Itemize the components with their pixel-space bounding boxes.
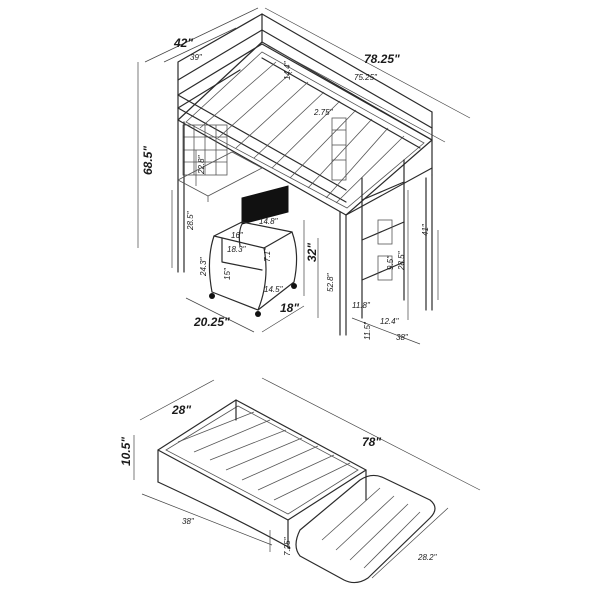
chair-drawing — [208, 185, 298, 317]
dimension-labels: 42" 39" 78.25" 75.25" 14.4" 2.75" 68.5" … — [119, 36, 438, 562]
label-loft-total-height: 68.5" — [141, 146, 155, 175]
label-loft-foot-c: 11.5" — [363, 321, 372, 340]
label-loft-ladder-height: 41" — [421, 223, 430, 236]
label-loft-foot-a: 11.8" — [352, 301, 371, 310]
label-futon-section-depth: 28.2" — [417, 553, 438, 562]
loft-slats — [199, 61, 405, 204]
label-chair-seat-height: 24.3" — [199, 256, 208, 277]
label-chair-seat-low: 15" — [223, 267, 232, 280]
label-loft-foot-b: 12.4" — [380, 317, 400, 326]
label-loft-step-gap: 9.5" — [386, 255, 395, 270]
label-chair-width: 18" — [280, 301, 299, 315]
loft-end-grid — [182, 124, 228, 176]
label-futon-leg-height: 7.25" — [283, 536, 292, 556]
label-loft-ladder-upper: 28.5" — [397, 250, 406, 271]
label-chair-back-height: 7.1" — [263, 247, 272, 262]
label-chair-total-height: 32" — [305, 243, 319, 262]
futon-drawing — [157, 399, 436, 584]
label-loft-slat-gap: 2.75" — [313, 108, 334, 117]
label-loft-grid-height: 22.8" — [197, 154, 206, 175]
label-loft-end-depth: 38" — [396, 333, 409, 342]
label-chair-base-width: 14.5" — [264, 285, 284, 294]
loft-bed-drawing — [177, 13, 433, 336]
label-futon-depth: 28" — [171, 403, 191, 417]
label-loft-length-inner: 75.25" — [354, 73, 378, 82]
label-loft-width-outer: 42" — [173, 36, 193, 50]
label-loft-width-inner: 39" — [190, 53, 203, 62]
loft-ladder — [361, 159, 405, 319]
label-loft-rail-height: 14.4" — [283, 60, 292, 80]
label-loft-length-outer: 78.25" — [364, 52, 400, 66]
label-loft-desk-height: 28.5" — [186, 210, 195, 231]
label-chair-seat-width: 18.3" — [227, 245, 247, 254]
label-chair-seat-depth: 16" — [231, 231, 244, 240]
dimension-lines — [133, 7, 481, 579]
label-chair-depth: 20.25" — [193, 315, 230, 329]
label-futon-height: 10.5" — [119, 437, 133, 466]
label-futon-length: 78" — [362, 435, 381, 449]
label-futon-open-depth: 38" — [182, 517, 195, 526]
label-loft-clearance: 52.8" — [326, 272, 335, 292]
label-chair-back-width: 14.8" — [259, 217, 279, 226]
futon-slats — [177, 411, 351, 501]
